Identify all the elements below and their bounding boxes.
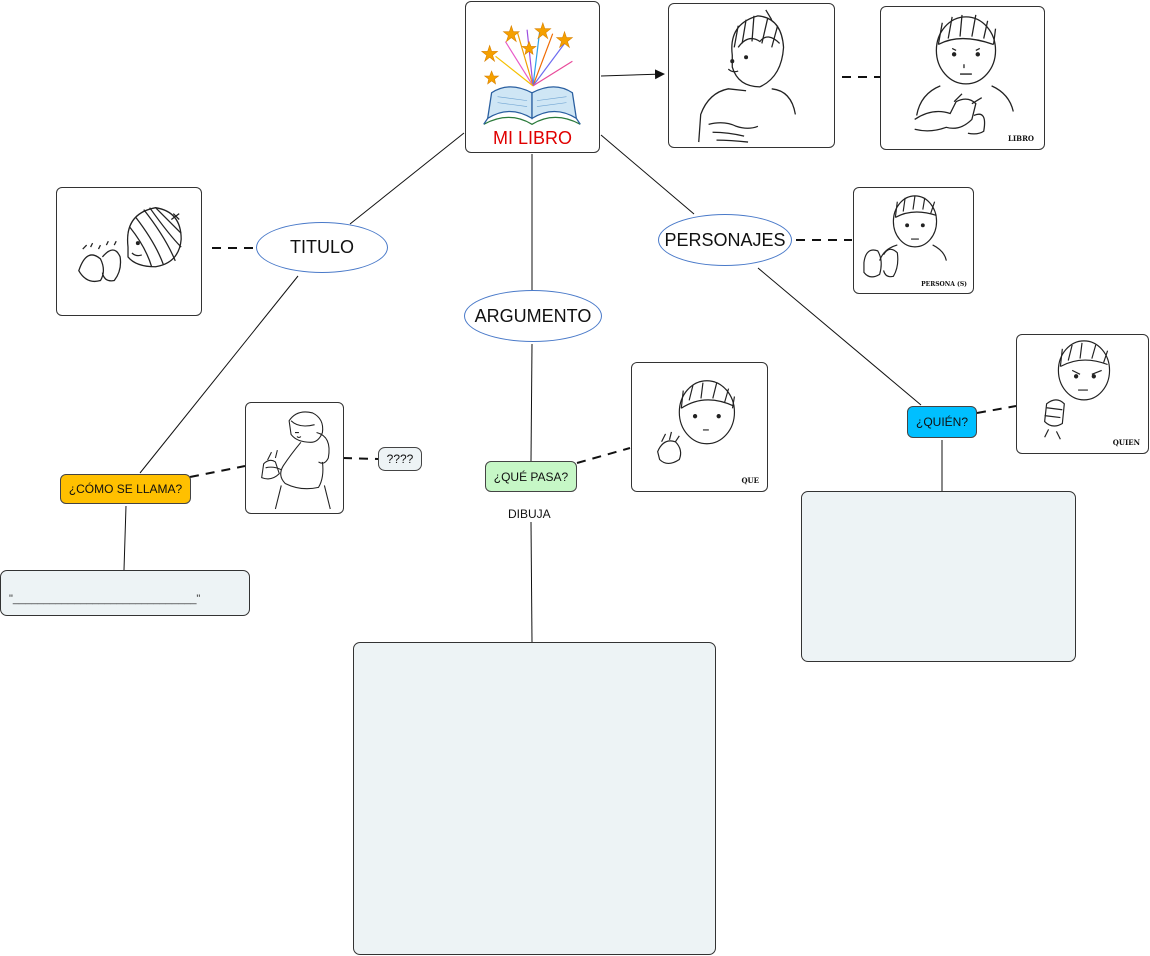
node-que-pasa[interactable]: ¿QUÉ PASA? (485, 461, 577, 492)
line-argumento-quepasa (530, 343, 533, 462)
line-dibuja-area (530, 521, 533, 643)
open-book-icon (480, 21, 581, 126)
line-titulo-como (139, 275, 299, 474)
node-argumento[interactable]: ARGUMENTO (464, 290, 602, 342)
drawing-area-personajes[interactable] (801, 491, 1076, 662)
sign-card-libro[interactable]: LIBRO (880, 6, 1045, 150)
dash-quepasa-sign (576, 447, 631, 464)
drawing-area-argumento[interactable] (353, 642, 716, 955)
central-title: MI LIBRO (492, 128, 572, 148)
sign-card-girl[interactable] (245, 402, 344, 514)
dash-sign-questions (342, 457, 379, 460)
dash-quien-sign (976, 405, 1017, 414)
node-personajes[interactable]: PERSONAJES (658, 214, 792, 266)
quien-sign-illustration (1044, 340, 1111, 440)
sign-card-persona[interactable]: PERSONA (S) (853, 187, 974, 294)
line-como-answer (123, 505, 127, 571)
sign-label-que: QUE (741, 476, 759, 485)
node-question-marks[interactable]: ???? (378, 447, 422, 471)
blank-answer-line: "______________________________" (9, 593, 201, 605)
sign-card-que[interactable]: QUE (631, 362, 768, 492)
node-como-se-llama[interactable]: ¿CÓMO SE LLAMA? (60, 474, 191, 504)
node-titulo[interactable]: TITULO (256, 222, 388, 273)
node-quien[interactable]: ¿QUIÉN? (907, 406, 977, 438)
sign-card-quien[interactable]: QUIEN (1016, 334, 1149, 454)
sign-label-libro: LIBRO (1007, 134, 1034, 143)
boy-sign-illustration (698, 9, 797, 143)
girl-sign-illustration (261, 411, 331, 510)
answer-box-title[interactable]: "______________________________" (0, 570, 250, 616)
label-dibuja: DIBUJA (508, 507, 551, 521)
persona-sign-illustration (863, 195, 947, 278)
central-book-node[interactable]: MI LIBRO (465, 1, 600, 153)
arrow-center-sign (600, 69, 665, 80)
sign-label-persona: PERSONA (S) (921, 281, 967, 288)
line-center-titulo (349, 132, 465, 225)
line-personajes-quien (757, 267, 922, 406)
que-sign-illustration (657, 380, 736, 465)
titulo-sign-illustration (78, 207, 182, 283)
sign-card-boy[interactable] (668, 3, 835, 148)
sign-card-titulo[interactable] (56, 187, 202, 316)
line-center-personajes (600, 134, 695, 215)
dash-como-sign (189, 465, 246, 478)
libro-sign-illustration (914, 14, 1014, 135)
sign-label-quien: QUIEN (1112, 438, 1140, 447)
